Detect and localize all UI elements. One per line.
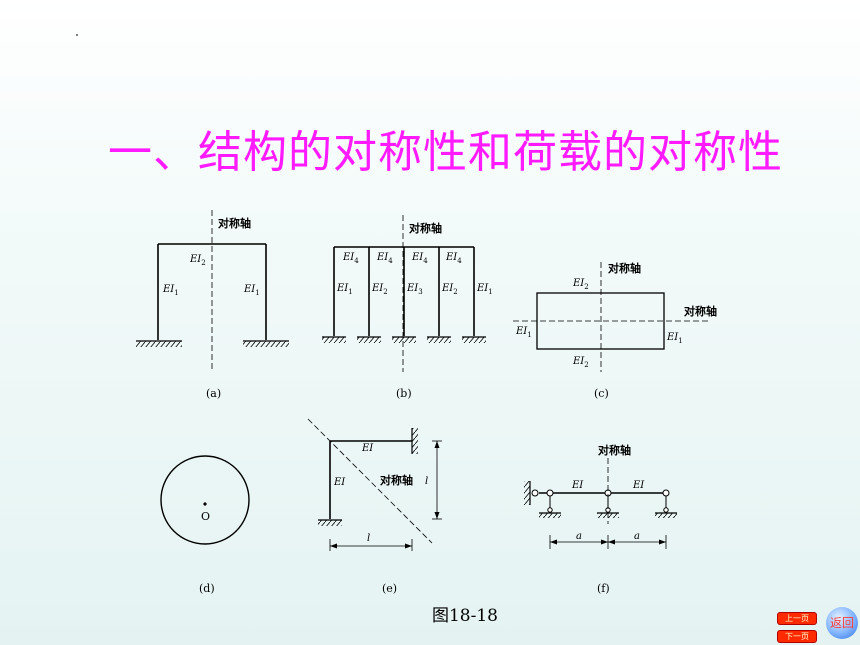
figure-d: O (d) — [160, 455, 250, 595]
fig-f-span2-label: EI — [632, 480, 645, 491]
fig-f-span1-label: EI — [571, 480, 584, 491]
fig-c-right-label: EI1 — [666, 332, 683, 345]
fig-c-axis-label-h: 对称轴 — [684, 304, 717, 318]
fig-a-col-right-label: EI1 — [243, 284, 260, 297]
fig-c-bottom-label: EI2 — [572, 356, 589, 369]
stray-dot — [76, 34, 78, 36]
fig-b-caption: (b) — [396, 387, 412, 400]
fig-c-left-label: EI1 — [515, 326, 532, 339]
figure-e: 对称轴 EI EI l l (e) — [307, 418, 442, 595]
fig-c-top-label: EI2 — [572, 278, 589, 291]
fig-b-beam-label-2: EI4 — [376, 252, 393, 265]
fig-a-caption: (a) — [206, 387, 221, 400]
fig-d-caption: (d) — [199, 582, 215, 595]
fig-e-beam-label: EI — [361, 443, 374, 454]
figure-c: 对称轴 对称轴 EI2 EI2 EI1 EI1 (c) — [513, 261, 717, 400]
figure-f: 对称轴 EI EI a a (f) — [524, 443, 677, 595]
fig-f-axis-label: 对称轴 — [598, 443, 631, 457]
figure-a: 对称轴 EI2 EI1 EI1 (a) — [136, 210, 289, 400]
figure-caption: 图18-18 — [431, 606, 498, 626]
page-title: 一、结构的对称性和荷载的对称性 — [108, 127, 783, 178]
fig-f-caption: (f) — [597, 582, 610, 595]
fig-c-caption: (c) — [594, 387, 609, 400]
fig-b-col-label-1: EI1 — [336, 283, 353, 296]
fig-a-beam-label: EI2 — [189, 254, 206, 267]
fig-c-axis-label-v: 对称轴 — [608, 261, 641, 275]
fig-b-beam-label-4: EI4 — [445, 252, 462, 265]
fig-e-dim-h-label: l — [367, 533, 370, 544]
fig-b-col-label-3: EI3 — [406, 283, 423, 296]
fig-b-col-label-2: EI2 — [371, 283, 388, 296]
fig-e-axis-label: 对称轴 — [380, 473, 413, 487]
next-page-button[interactable]: 下一页 — [777, 630, 817, 643]
fig-b-beam-label-3: EI4 — [411, 252, 428, 265]
fig-b-beam-label-1: EI4 — [342, 252, 359, 265]
fig-b-col-label-5: EI1 — [476, 283, 493, 296]
prev-page-button[interactable]: 上一页 — [777, 612, 817, 625]
fig-d-center-label: O — [201, 510, 210, 523]
fig-b-col-label-4: EI2 — [441, 283, 458, 296]
fig-e-dim-v-label: l — [425, 476, 428, 487]
fig-a-axis-label: 对称轴 — [218, 216, 251, 230]
fig-e-col-label: EI — [333, 477, 346, 488]
fig-f-dim1-label: a — [576, 531, 582, 542]
fig-f-dim2-label: a — [634, 531, 640, 542]
return-button[interactable]: 返回 — [826, 607, 858, 639]
fig-e-caption: (e) — [382, 582, 397, 595]
fig-b-axis-label: 对称轴 — [409, 221, 442, 235]
figure-b: 对称轴 EI4 EI4 EI4 EI4 EI1 EI2 EI3 EI2 EI1 … — [322, 215, 493, 400]
fig-a-col-left-label: EI1 — [162, 284, 179, 297]
